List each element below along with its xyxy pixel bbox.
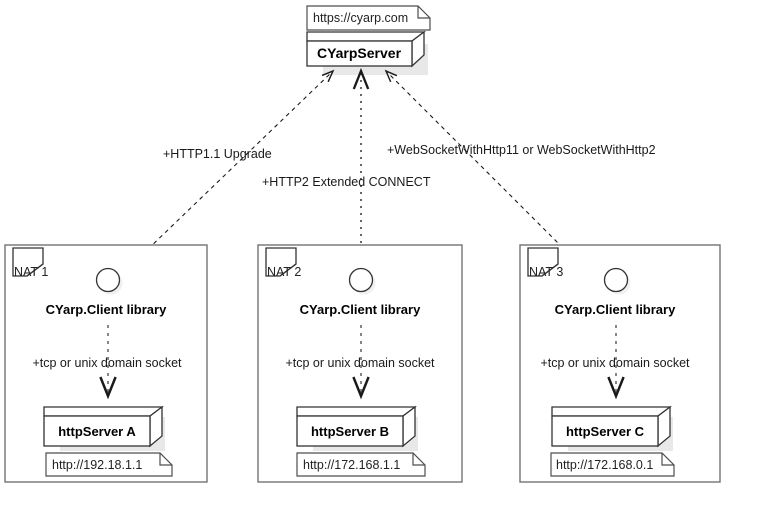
nat-3-http-server-label: httpServer C — [565, 424, 645, 439]
conn-http2-label: +HTTP2 Extended CONNECT — [262, 175, 431, 189]
nat-2-socket-link-label: +tcp or unix domain socket — [285, 356, 435, 370]
nat-3-socket-link-label: +tcp or unix domain socket — [540, 356, 690, 370]
nat-2-name-label: NAT 2 — [267, 265, 302, 279]
nat-2-client-label: CYarp.Client library — [299, 302, 421, 317]
server-url-note — [306, 5, 431, 31]
nat-1-client-label: CYarp.Client library — [45, 302, 167, 317]
nat-2-url-note — [296, 452, 426, 477]
nat-1-http-server-node[interactable] — [43, 405, 165, 451]
conn-http11-line — [118, 69, 335, 278]
nat-1-name-label: NAT 1 — [14, 265, 49, 279]
server-url-note-label: https://cyarp.com — [313, 11, 409, 25]
nat-2-url-note-label: http://172.168.1.1 — [303, 458, 401, 472]
nat-3-http-server-node[interactable] — [551, 405, 673, 451]
nat-3-client-interface-icon — [603, 267, 631, 295]
nat-3-name-label: NAT 3 — [529, 265, 564, 279]
nat-1-socket-link-label: +tcp or unix domain socket — [32, 356, 182, 370]
nat-2-http-server-node[interactable] — [296, 405, 418, 451]
nat-1-http-server-label: httpServer A — [58, 424, 136, 439]
nat-1-url-note — [45, 452, 173, 477]
nat-2-client-interface-icon — [348, 267, 376, 295]
conn-http11-label: +HTTP1.1 Upgrade — [163, 147, 272, 161]
nat-2-http-server-label: httpServer B — [310, 424, 390, 439]
nat-3-client-label: CYarp.Client library — [554, 302, 676, 317]
nat-1-client-interface-icon — [95, 267, 123, 295]
nat-3-url-note-label: http://172.168.0.1 — [556, 458, 654, 472]
nat-1-url-note-label: http://192.18.1.1 — [52, 458, 143, 472]
cyarp-server-node[interactable] — [306, 30, 428, 75]
nat-3-url-note — [550, 452, 675, 477]
conn-websocket-label: +WebSocketWithHttp11 or WebSocketWithHtt… — [387, 143, 656, 157]
cyarp-server-label: CYarpServer — [316, 45, 402, 61]
